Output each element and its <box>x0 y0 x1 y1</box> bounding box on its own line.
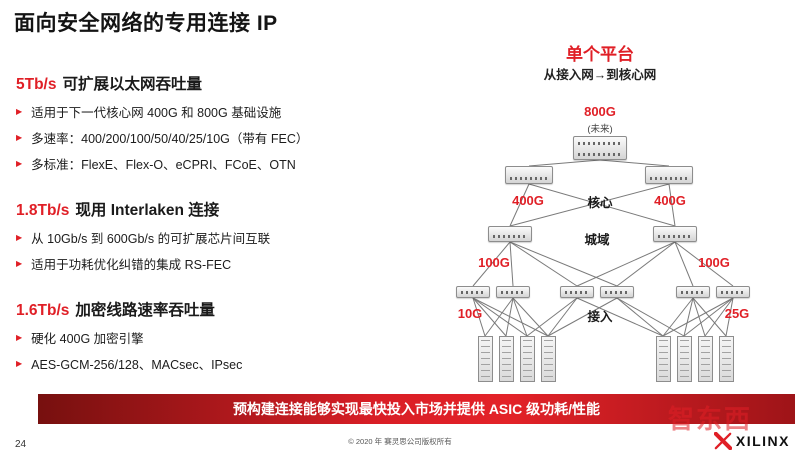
section-highlight: 1.6Tb/s <box>16 302 70 319</box>
section-heading: 5Tb/s 可扩展以太网吞吐量 <box>16 72 448 94</box>
label-400g-left: 400G <box>512 193 544 208</box>
bullet-text: 多标准：FlexE、Flex-O、eCPRI、FCoE、OTN <box>31 158 296 172</box>
section-heading-text: 加密线路速率吞吐量 <box>75 302 215 319</box>
label-core: 核心 <box>587 196 613 210</box>
list-item: ▶ 硬化 400G 加密引擎 <box>16 328 448 347</box>
bullet-icon: ▶ <box>16 332 23 342</box>
bullet-icon: ▶ <box>16 358 23 368</box>
label-800g: 800G <box>584 104 616 119</box>
access-switch <box>676 286 710 298</box>
server-rack <box>520 336 535 382</box>
feature-list: 5Tb/s 可扩展以太网吞吐量 ▶ 适用于下一代核心网 400G 和 800G 基… <box>16 72 448 398</box>
metro-switch-right <box>653 226 697 242</box>
section-heading-text: 现用 Interlaken 连接 <box>75 202 220 219</box>
server-rack <box>541 336 556 382</box>
xilinx-logo: XILINX <box>713 432 790 450</box>
label-25g: 25G <box>724 306 750 321</box>
list-item: ▶ 从 10Gb/s 到 600Gb/s 的可扩展芯片间互联 <box>16 228 448 247</box>
metro-switch-left <box>488 226 532 242</box>
section-heading-text: 可扩展以太网吞吐量 <box>62 76 202 93</box>
label-future: (未来) <box>587 124 613 135</box>
section-heading: 1.6Tb/s 加密线路速率吞吐量 <box>16 298 448 320</box>
section-interlaken: 1.8Tb/s 现用 Interlaken 连接 ▶ 从 10Gb/s 到 600… <box>16 198 448 273</box>
bullet-icon: ▶ <box>16 158 23 168</box>
server-rack <box>499 336 514 382</box>
list-item: ▶ 多标准：FlexE、Flex-O、eCPRI、FCoE、OTN <box>16 154 448 173</box>
access-switch <box>600 286 634 298</box>
diagram-subtitle: 从接入网→到核心网 <box>543 68 657 82</box>
core-switch-right <box>645 166 693 184</box>
bullet-icon: ▶ <box>16 258 23 268</box>
core-switch-left <box>505 166 553 184</box>
bullet-list: ▶ 适用于下一代核心网 400G 和 800G 基础设施 ▶ 多速率：400/200… <box>16 102 448 173</box>
server-rack <box>677 336 692 382</box>
list-item: ▶ 适用于功耗优化纠错的集成 RS-FEC <box>16 254 448 273</box>
section-heading: 1.8Tb/s 现用 Interlaken 连接 <box>16 198 448 220</box>
label-400g-right: 400G <box>654 193 686 208</box>
bullet-text: 适用于功耗优化纠错的集成 RS-FEC <box>31 258 232 272</box>
list-item: ▶ 多速率：400/200/100/50/40/25/10G（带有 FEC） <box>16 128 448 147</box>
section-highlight: 1.8Tb/s <box>16 202 70 219</box>
bullet-text: AES-GCM-256/128、MACsec、IPsec <box>31 358 243 372</box>
label-access: 接入 <box>587 310 613 324</box>
section-crypto: 1.6Tb/s 加密线路速率吞吐量 ▶ 硬化 400G 加密引擎 ▶ AES-GCM… <box>16 298 448 373</box>
diagram-title: 单个平台 <box>566 45 634 64</box>
label-metro: 城域 <box>584 233 610 247</box>
bottom-banner: 预构建连接能够实现最快投入市场并提供 ASIC 级功耗/性能 <box>38 394 795 424</box>
list-item: ▶ AES-GCM-256/128、MACsec、IPsec <box>16 354 448 373</box>
list-item: ▶ 适用于下一代核心网 400G 和 800G 基础设施 <box>16 102 448 121</box>
label-100g-left: 100G <box>478 255 510 270</box>
access-switch <box>456 286 490 298</box>
bullet-text: 硬化 400G 加密引擎 <box>31 332 144 346</box>
section-ethernet: 5Tb/s 可扩展以太网吞吐量 ▶ 适用于下一代核心网 400G 和 800G 基… <box>16 72 448 173</box>
bullet-icon: ▶ <box>16 106 23 116</box>
section-highlight: 5Tb/s <box>16 76 57 93</box>
access-switch <box>496 286 530 298</box>
access-switch <box>560 286 594 298</box>
page-number: 24 <box>15 439 27 450</box>
bullet-list: ▶ 从 10Gb/s 到 600Gb/s 的可扩展芯片间互联 ▶ 适用于功耗优化纠错… <box>16 228 448 273</box>
bullet-list: ▶ 硬化 400G 加密引擎 ▶ AES-GCM-256/128、MACsec、IP… <box>16 328 448 373</box>
bullet-text: 多速率：400/200/100/50/40/25/10G（带有 FEC） <box>31 132 309 146</box>
connection-lines <box>472 159 734 337</box>
bullet-text: 适用于下一代核心网 400G 和 800G 基础设施 <box>31 106 282 120</box>
bullet-text: 从 10Gb/s 到 600Gb/s 的可扩展芯片间互联 <box>31 232 271 246</box>
bullet-icon: ▶ <box>16 232 23 242</box>
label-10g: 10G <box>457 306 483 321</box>
page-title: 面向安全网络的专用连接 IP <box>14 12 278 35</box>
server-rack <box>656 336 671 382</box>
access-switch <box>716 286 750 298</box>
copyright-text: © 2020 年 赛灵思公司版权所有 <box>348 437 452 446</box>
label-100g-right: 100G <box>698 255 730 270</box>
xilinx-logo-text: XILINX <box>735 433 790 449</box>
bullet-icon: ▶ <box>16 132 23 142</box>
server-rack <box>719 336 734 382</box>
network-topology-diagram: 单个平台 从接入网→到核心网 800G (未来) 400G 核心 400G 城域… <box>448 40 798 392</box>
core-router <box>573 136 627 160</box>
server-rack <box>698 336 713 382</box>
watermark: 智东西 <box>667 404 752 434</box>
server-rack <box>478 336 493 382</box>
xilinx-x-icon <box>713 432 732 450</box>
